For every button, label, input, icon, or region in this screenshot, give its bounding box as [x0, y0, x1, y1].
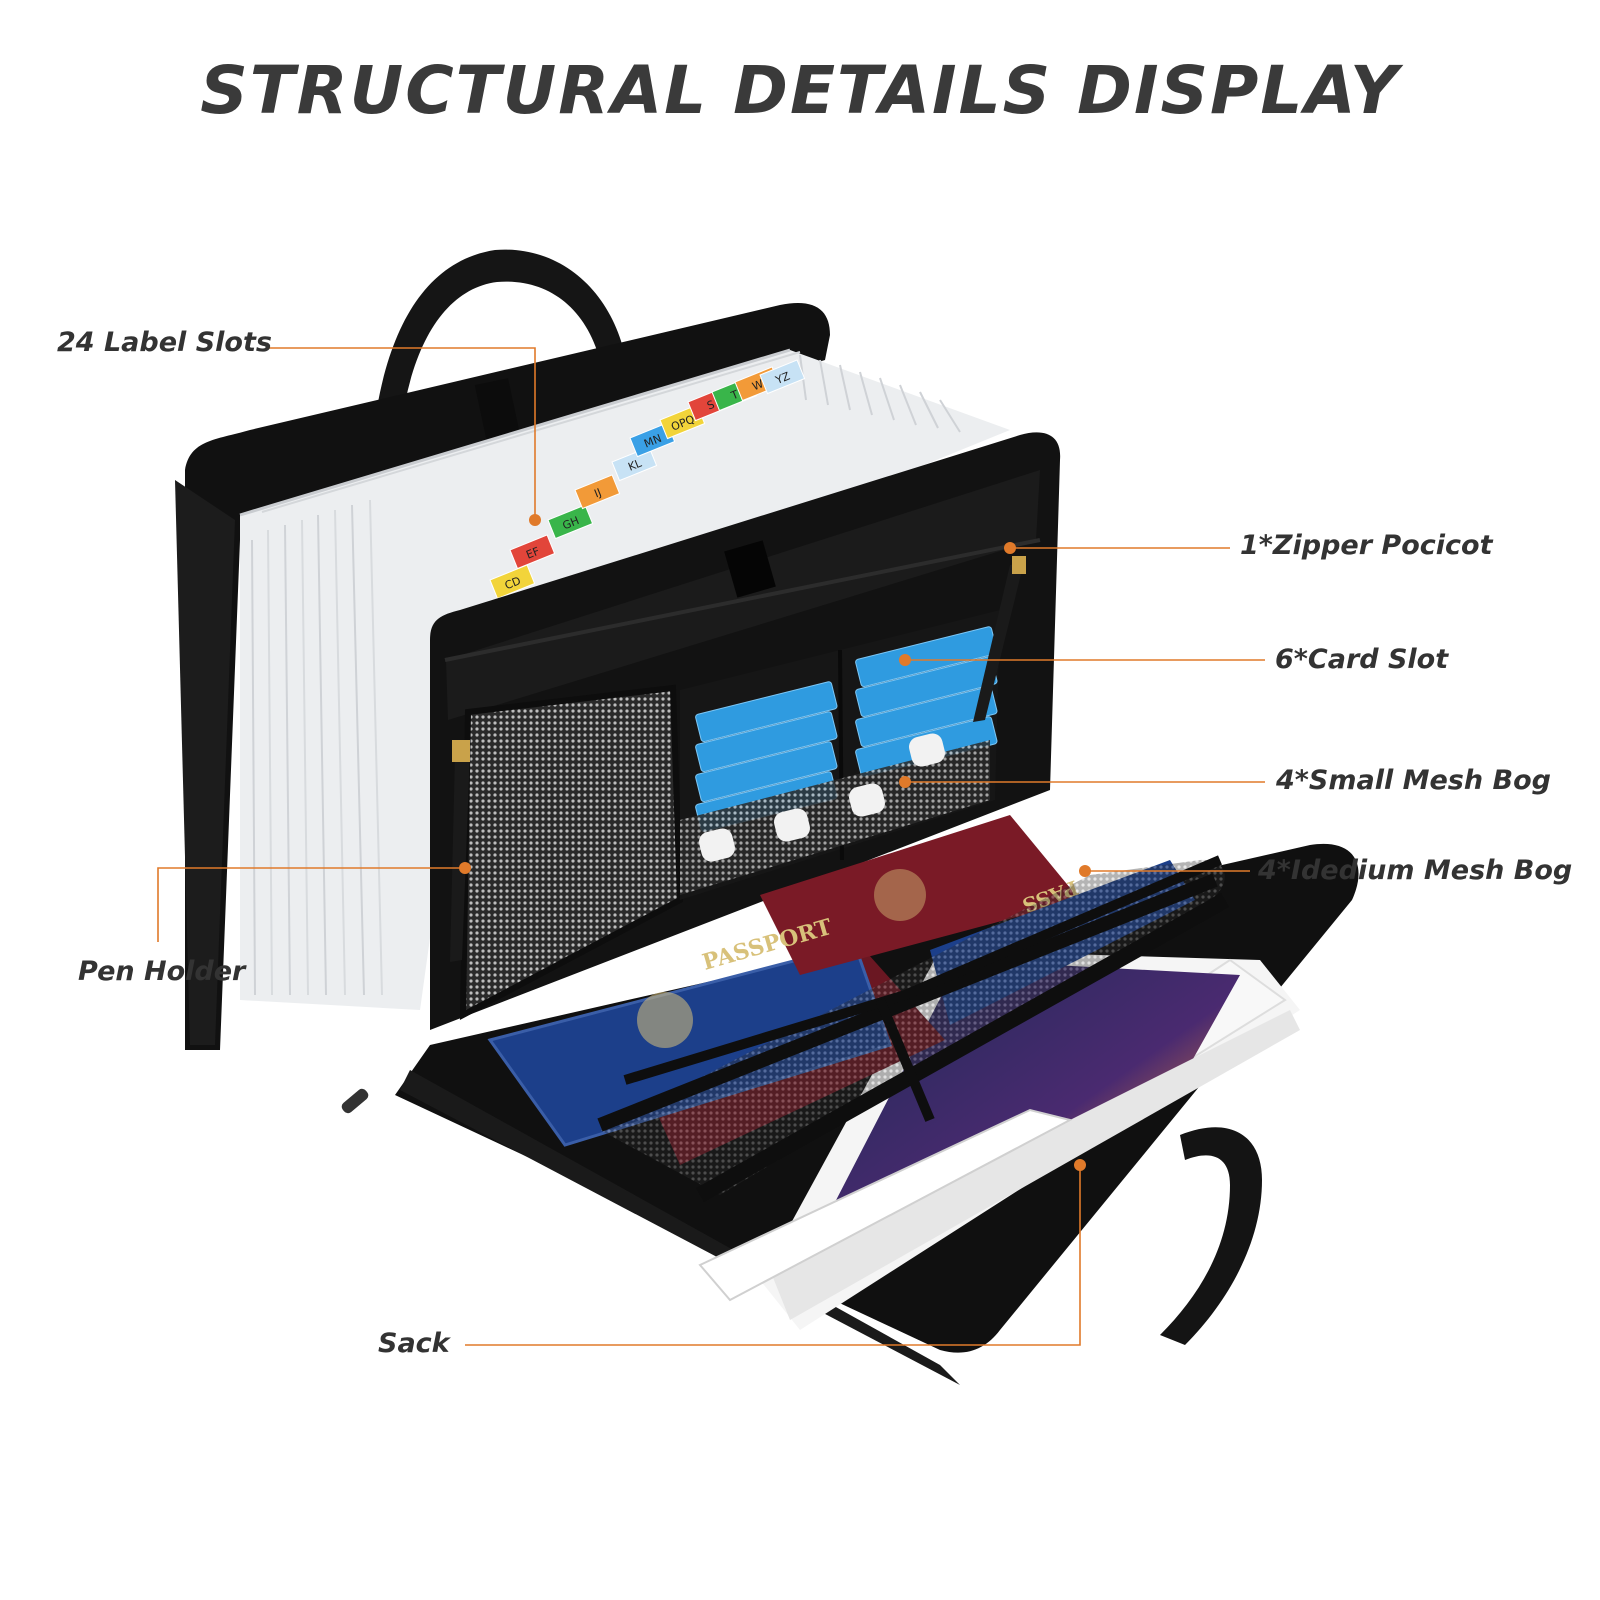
index-tab: CD: [489, 564, 536, 600]
index-tab-label: EF: [524, 545, 541, 562]
callout-small-mesh: 4*Small Mesh Bog: [1276, 765, 1551, 796]
bottom-handle: [1160, 1127, 1262, 1345]
index-tab-label: MN: [642, 432, 663, 451]
callout-label-slots: 24 Label Slots: [57, 327, 272, 358]
index-tab-label: S: [705, 398, 716, 413]
callout-dot: [899, 776, 911, 788]
index-tab-label: IJ: [592, 486, 603, 500]
index-tab-label: KL: [626, 456, 644, 473]
callout-dot: [459, 862, 471, 874]
index-tab: YZ: [759, 359, 806, 395]
zipper-pull: [341, 1088, 369, 1114]
callout-line: [268, 347, 536, 520]
small-mesh-bags: [680, 733, 990, 895]
callout-line: [465, 1165, 1081, 1346]
card: [855, 686, 998, 748]
index-tab-label: YZ: [773, 369, 792, 387]
index-tab-label: W: [750, 377, 765, 393]
index-tab: EF: [509, 534, 556, 570]
top-handle: [375, 249, 625, 420]
callout-medium-mesh: 4*Idedium Mesh Bog: [1258, 855, 1573, 886]
callout-dot: [1004, 542, 1016, 554]
pen-icon: [450, 556, 1026, 962]
callout-lines: [157, 347, 1265, 1346]
callout-dot: [529, 514, 541, 526]
index-tab-label: GH: [561, 514, 581, 532]
medium-mesh-bags: PASSPORT PASS: [487, 815, 1229, 1202]
callout-dot: [899, 654, 911, 666]
callout-dot: [1079, 865, 1091, 877]
index-tab: IJ: [574, 474, 621, 510]
index-tab: KL: [611, 446, 658, 482]
card: [695, 711, 838, 773]
mesh-pocket: [463, 688, 680, 1015]
callout-line: [157, 867, 465, 942]
index-tab: GH: [547, 504, 594, 540]
callout-pen-holder: Pen Holder: [78, 956, 246, 987]
card: [695, 681, 838, 743]
callout-card-slot: 6*Card Slot: [1275, 644, 1449, 675]
index-tab-label: CD: [503, 574, 523, 592]
callout-sack: Sack: [378, 1328, 450, 1359]
page-title: STRUCTURAL DETAILS DISPLAY: [200, 52, 1400, 129]
card: [695, 741, 838, 803]
callout-zipper-pocket: 1*Zipper Pocicot: [1240, 530, 1493, 561]
callout-dot: [1074, 1159, 1086, 1171]
